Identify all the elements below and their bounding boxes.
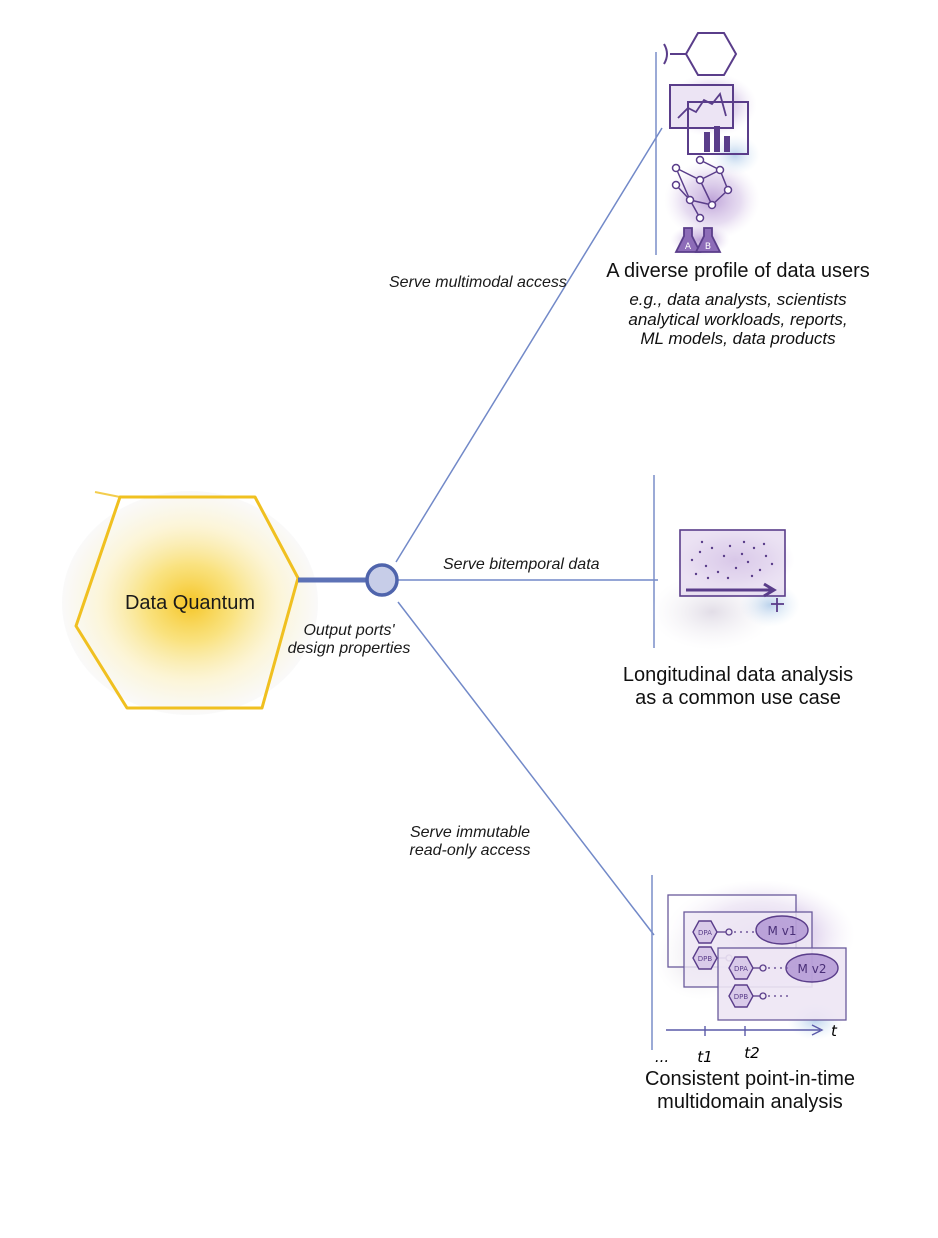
data-users-description-line2: analytical workloads, reports, <box>628 309 848 329</box>
data-users-description: e.g., data analysts, scientists analytic… <box>583 290 893 349</box>
time-axis-dots: ... <box>655 1048 669 1066</box>
edge-label-multimodal: Serve multimodal access <box>389 274 567 291</box>
data-users-description-line1: e.g., data analysts, scientists <box>629 290 847 309</box>
svg-text:DPB: DPB <box>698 955 713 963</box>
bitemporal-illustration <box>650 528 800 650</box>
svg-text:DPA: DPA <box>698 929 712 937</box>
flask-b-icon: B <box>694 227 722 253</box>
longitudinal-title: Longitudinal data analysis as a common u… <box>613 664 863 710</box>
scatter-dots <box>690 540 774 580</box>
branch-line-bottom <box>397 601 655 936</box>
tick-t2-label: t2 <box>744 1044 759 1062</box>
branch-line-top <box>395 127 663 563</box>
edge-label-bitemporal: Serve bitemporal data <box>443 556 600 573</box>
data-users-title: A diverse profile of data users <box>606 260 870 282</box>
time-axis: t ... t1 t2 <box>655 1022 838 1066</box>
data-quantum-label: Data Quantum <box>124 592 256 614</box>
point-in-time-title-line1: Consistent point-in-time <box>644 1068 856 1090</box>
edge-label-immutable-line1: Serve immutable <box>409 824 531 841</box>
output-ports-label-line2: design properties <box>287 640 411 658</box>
svg-text:M v1: M v1 <box>768 924 797 938</box>
svg-text:DPA: DPA <box>734 965 748 973</box>
edge-label-immutable-line2: read-only access <box>409 842 531 860</box>
data-users-description-line3: ML models, data products <box>640 329 836 349</box>
small-hexagon-icon <box>663 32 738 76</box>
data-users-illustration: A B <box>663 32 760 256</box>
data-quantum-hexagon <box>62 491 318 715</box>
svg-text:B: B <box>705 242 711 252</box>
longitudinal-title-line2: as a common use case <box>635 687 841 709</box>
svg-text:DPB: DPB <box>734 993 749 1001</box>
svg-text:M v2: M v2 <box>798 962 827 976</box>
time-axis-label: t <box>831 1022 838 1040</box>
output-port-circle <box>365 563 399 597</box>
snapshot-frame-t2: DPA DPB M v2 <box>717 947 847 1021</box>
point-in-time-title-line2: multidomain analysis <box>657 1091 843 1113</box>
tick-t1-label: t1 <box>697 1048 712 1066</box>
output-ports-label-line1: Output ports' <box>303 622 395 639</box>
ml-network-icon <box>671 155 733 223</box>
longitudinal-title-line1: Longitudinal data analysis <box>622 664 854 686</box>
point-in-time-illustration: DPA DPB M v1 DPA DPB M v2 <box>655 880 855 1066</box>
output-ports-label: Output ports' design properties <box>284 622 414 659</box>
svg-text:A: A <box>685 242 692 252</box>
point-in-time-title: Consistent point-in-time multidomain ana… <box>630 1068 870 1114</box>
edge-label-immutable: Serve immutable read-only access <box>400 824 540 861</box>
dashboard-screen-icon <box>669 84 749 155</box>
